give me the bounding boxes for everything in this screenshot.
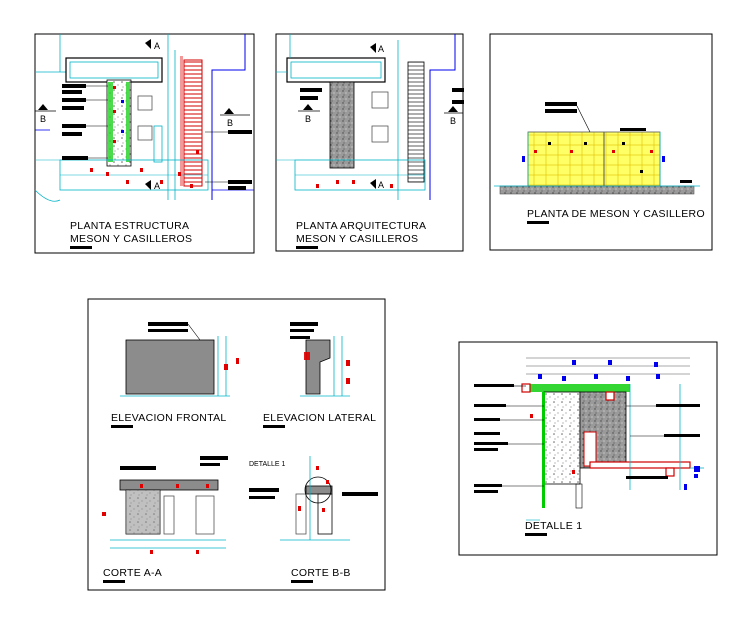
panel-detalle-1: DETALLE 1 bbox=[458, 341, 718, 556]
scale-bar bbox=[263, 425, 285, 428]
title-planta-estructura-l2: MESON Y CASILLEROS bbox=[70, 233, 192, 245]
svg-text:A: A bbox=[154, 181, 160, 191]
detalle-callout-label: DETALLE 1 bbox=[249, 461, 286, 468]
section-mark-a-top-2: A bbox=[370, 43, 384, 54]
title-planta-meson: PLANTA DE MESON Y CASILLERO bbox=[527, 208, 705, 220]
svg-text:B: B bbox=[227, 118, 233, 128]
svg-text:B: B bbox=[450, 116, 456, 126]
svg-text:A: A bbox=[154, 41, 160, 51]
title-planta-estructura-l1: PLANTA ESTRUCTURA bbox=[70, 220, 189, 232]
section-mark-a-bottom: A bbox=[145, 180, 160, 191]
panel-planta-meson: PLANTA DE MESON Y CASILLERO bbox=[489, 33, 713, 251]
svg-text:B: B bbox=[40, 114, 46, 124]
scale-bar bbox=[525, 533, 547, 536]
scale-bar bbox=[291, 580, 313, 583]
section-mark-a-bottom-2: A bbox=[370, 179, 384, 190]
scale-bar bbox=[111, 425, 133, 428]
detail-callout-circle bbox=[304, 476, 332, 504]
scale-bar bbox=[296, 246, 318, 249]
section-mark-b-left: B bbox=[35, 104, 56, 124]
svg-text:A: A bbox=[378, 180, 384, 190]
svg-text:A: A bbox=[378, 44, 384, 54]
title-corte-bb: CORTE B-B bbox=[291, 567, 351, 579]
title-elevacion-frontal: ELEVACION FRONTAL bbox=[111, 412, 227, 424]
section-mark-a-top: A bbox=[145, 39, 160, 51]
scale-bar bbox=[70, 246, 92, 249]
title-planta-arquitectura-l2: MESON Y CASILLEROS bbox=[296, 233, 418, 245]
title-planta-arquitectura-l1: PLANTA ARQUITECTURA bbox=[296, 220, 426, 232]
panel-planta-estructura: A A B B PLANTA ESTRUCTURA MESON Y CASILL… bbox=[34, 33, 255, 254]
section-mark-b-left-2: B bbox=[298, 104, 320, 124]
panel-planta-arquitectura: A A B B PLANTA ARQUITECTURA MESON Y CASI… bbox=[275, 33, 464, 252]
svg-text:B: B bbox=[305, 114, 311, 124]
section-mark-b-right-2: B bbox=[444, 106, 463, 126]
scale-bar bbox=[527, 221, 549, 224]
panel-elevaciones-cortes: ELEVACION FRONTAL ELEVACION LATERAL CORT… bbox=[87, 298, 386, 591]
title-corte-aa: CORTE A-A bbox=[103, 567, 162, 579]
title-detalle-1: DETALLE 1 bbox=[525, 520, 582, 532]
section-mark-b-right: B bbox=[220, 108, 250, 128]
scale-bar bbox=[103, 580, 125, 583]
title-elevacion-lateral: ELEVACION LATERAL bbox=[263, 412, 376, 424]
